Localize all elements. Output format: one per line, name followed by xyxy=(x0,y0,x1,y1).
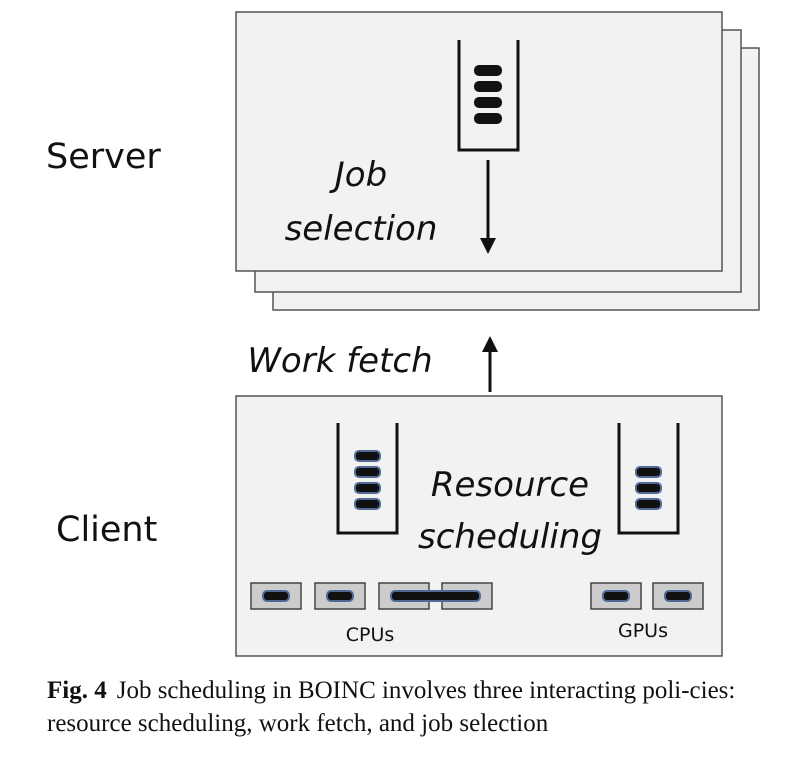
cpu-queue-outline xyxy=(336,423,399,535)
server-label: Server xyxy=(46,137,161,177)
client-box xyxy=(235,395,723,657)
boinc-scheduling-diagram: Server Client Job selection Work fetch R… xyxy=(46,11,760,657)
gpu-queued-job-2 xyxy=(635,482,662,494)
server-box-stack xyxy=(235,11,760,311)
job-selection-label-line1: Job xyxy=(329,155,387,195)
job-selection-label-line2: selection xyxy=(285,209,438,249)
work-fetch-arrow xyxy=(482,336,498,392)
cpu-1-job xyxy=(262,590,290,602)
server-queued-job-1 xyxy=(474,65,502,76)
server-box-front xyxy=(235,11,723,272)
gpu-job-queue xyxy=(617,423,680,535)
gpu-queued-job-3 xyxy=(635,498,662,510)
gpu-1-job xyxy=(602,590,630,602)
gpu-queue-outline xyxy=(617,423,680,535)
cpus-label: CPUs xyxy=(346,624,395,646)
resource-scheduling-label-line1: Resource xyxy=(431,465,589,505)
cpu-queued-job-3 xyxy=(354,482,381,494)
gpus-label: GPUs xyxy=(618,620,668,642)
work-fetch-label: Work fetch xyxy=(247,341,432,381)
gpu-queued-job-1 xyxy=(635,466,662,478)
cpu-3-4-multicore-job xyxy=(390,590,481,602)
cpu-queued-job-4 xyxy=(354,498,381,510)
client-label: Client xyxy=(56,510,157,550)
cpu-queued-job-2 xyxy=(354,466,381,478)
figure-label: Fig. 4 xyxy=(47,677,107,704)
caption-text: Job scheduling in BOINC involves three i… xyxy=(47,677,736,737)
gpu-processors xyxy=(590,582,704,610)
server-job-queue xyxy=(457,40,520,152)
server-queued-job-3 xyxy=(474,97,502,108)
job-selection-arrow xyxy=(480,160,496,254)
resource-scheduling-label-line2: scheduling xyxy=(418,517,602,557)
cpu-2-job xyxy=(326,590,354,602)
gpu-2-job xyxy=(664,590,692,602)
cpu-queued-job-1 xyxy=(354,450,381,462)
server-queue-outline xyxy=(457,40,520,152)
server-queued-job-2 xyxy=(474,81,502,92)
cpu-processors xyxy=(250,582,493,610)
cpu-job-queue xyxy=(336,423,399,535)
server-queued-job-4 xyxy=(474,113,502,124)
